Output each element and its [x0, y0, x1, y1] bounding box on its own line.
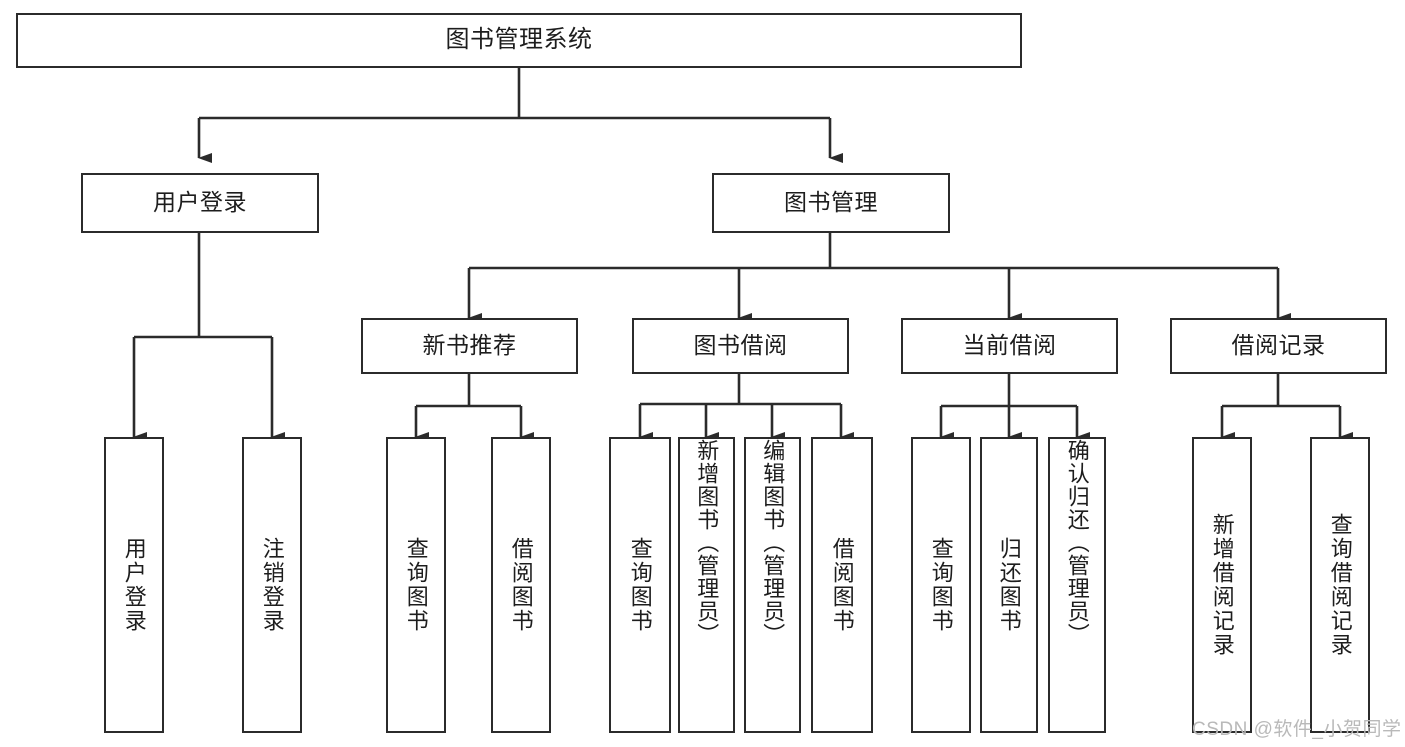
node-new-book-recommendation[interactable]: 新书推荐: [361, 318, 578, 374]
csdn-watermark: CSDN @软件_小贺同学: [1192, 719, 1402, 740]
leaf-return-books-inner: 归还图书: [982, 439, 1036, 731]
leaf-add-borrow-record-label: 新增借阅记录: [1209, 513, 1235, 657]
leaf-borrow-books-inner: 借阅图书: [813, 439, 871, 731]
node-current-borrowing-label: 当前借阅: [962, 332, 1057, 359]
node-book-management-label: 图书管理: [784, 189, 878, 216]
node-book-borrowing[interactable]: 图书借阅: [632, 318, 849, 374]
leaf-query-books-current-inner: 查询图书: [913, 439, 969, 731]
root-node-label: 图书管理系统: [445, 26, 593, 54]
leaf-query-books-recommendation-label: 查询图书: [403, 537, 429, 633]
leaf-query-borrow-record-label: 查询借阅记录: [1327, 513, 1353, 657]
node-user-login[interactable]: 用户登录: [81, 173, 319, 233]
leaf-edit-book-admin-inner: 编辑图书（管理员）: [746, 439, 799, 731]
leaf-confirm-return-admin-label: 确认归还（管理员）: [1064, 439, 1090, 646]
leaf-query-borrow-record-inner: 查询借阅记录: [1312, 439, 1368, 731]
node-book-borrowing-label: 图书借阅: [693, 332, 788, 359]
leaf-borrow-books-label: 借阅图书: [829, 537, 855, 633]
leaf-borrow-books-recommendation-label: 借阅图书: [508, 537, 534, 633]
leaf-add-book-admin[interactable]: 新增图书（管理员）: [678, 437, 735, 733]
leaf-confirm-return-admin[interactable]: 确认归还（管理员）: [1048, 437, 1106, 733]
leaf-query-books-recommendation[interactable]: 查询图书: [386, 437, 446, 733]
leaf-return-books-label: 归还图书: [996, 537, 1022, 633]
leaf-query-books-borrowing-label: 查询图书: [627, 537, 653, 633]
node-book-management[interactable]: 图书管理: [712, 173, 950, 233]
node-borrowing-records-label: 借阅记录: [1231, 332, 1326, 359]
leaf-query-books-recommendation-inner: 查询图书: [388, 439, 444, 731]
leaf-add-book-admin-label: 新增图书（管理员）: [694, 439, 720, 646]
leaf-edit-book-admin[interactable]: 编辑图书（管理员）: [744, 437, 801, 733]
leaf-logout[interactable]: 注销登录: [242, 437, 302, 733]
leaf-add-borrow-record[interactable]: 新增借阅记录: [1192, 437, 1252, 733]
leaf-return-books[interactable]: 归还图书: [980, 437, 1038, 733]
leaf-logout-inner: 注销登录: [244, 439, 300, 731]
leaf-borrow-books-recommendation[interactable]: 借阅图书: [491, 437, 551, 733]
leaf-confirm-return-admin-inner: 确认归还（管理员）: [1050, 439, 1104, 731]
leaf-add-borrow-record-inner: 新增借阅记录: [1194, 439, 1250, 731]
leaf-query-books-borrowing[interactable]: 查询图书: [609, 437, 671, 733]
node-borrowing-records[interactable]: 借阅记录: [1170, 318, 1387, 374]
leaf-query-books-borrowing-inner: 查询图书: [611, 439, 669, 731]
leaf-user-login[interactable]: 用户登录: [104, 437, 164, 733]
leaf-query-borrow-record[interactable]: 查询借阅记录: [1310, 437, 1370, 733]
node-current-borrowing[interactable]: 当前借阅: [901, 318, 1118, 374]
node-new-book-recommendation-label: 新书推荐: [422, 332, 517, 359]
leaf-borrow-books[interactable]: 借阅图书: [811, 437, 873, 733]
leaf-edit-book-admin-label: 编辑图书（管理员）: [760, 439, 786, 646]
leaf-user-login-inner: 用户登录: [106, 439, 162, 731]
leaf-borrow-books-recommendation-inner: 借阅图书: [493, 439, 549, 731]
leaf-logout-label: 注销登录: [259, 537, 285, 633]
node-user-login-label: 用户登录: [153, 189, 247, 216]
leaf-add-book-admin-inner: 新增图书（管理员）: [680, 439, 733, 731]
root-node-library-management-system[interactable]: 图书管理系统: [16, 13, 1022, 68]
leaf-query-books-current-label: 查询图书: [928, 537, 954, 633]
leaf-query-books-current[interactable]: 查询图书: [911, 437, 971, 733]
leaf-user-login-label: 用户登录: [121, 537, 147, 633]
